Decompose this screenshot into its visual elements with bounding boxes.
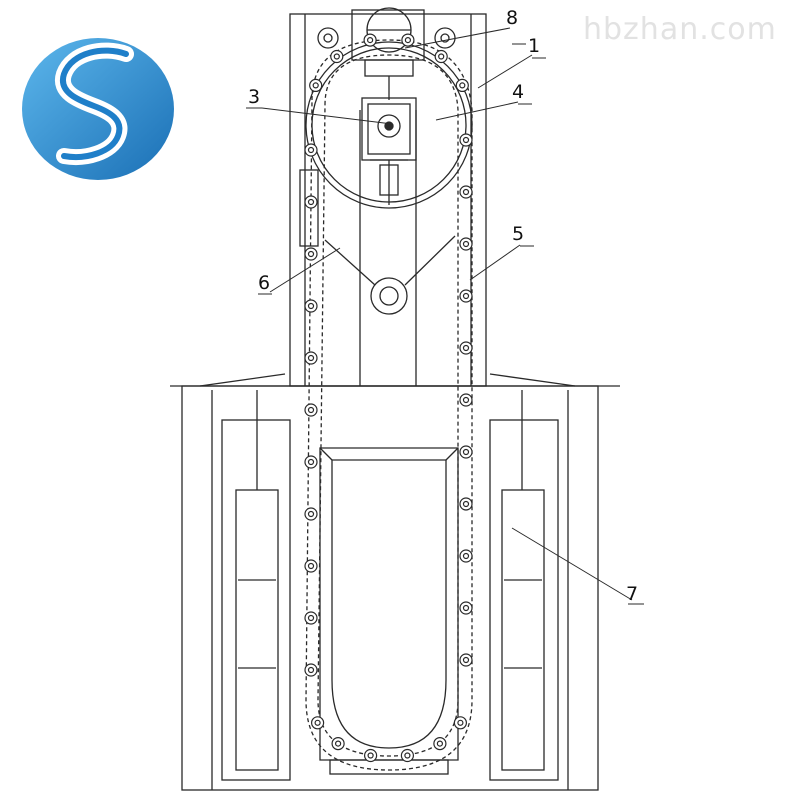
watermark-text: hbzhan.com: [583, 12, 777, 47]
chain-roller-pin: [438, 53, 445, 60]
brand-logo-icon: [22, 38, 174, 180]
tension-arm-right: [404, 235, 456, 286]
leader-1: [477, 54, 533, 89]
chain-roller-pin: [307, 302, 315, 310]
chain-roller-pin: [367, 752, 374, 759]
chain-roller-pin: [307, 510, 315, 518]
callout-3: 3: [248, 86, 260, 108]
chain-roller-pin: [335, 740, 342, 747]
chain-roller-pin: [307, 198, 315, 206]
right-gate-panel: [501, 489, 545, 771]
side-brush-box: [299, 169, 319, 247]
chain-roller-pin: [462, 396, 470, 404]
chain-rollers: [304, 33, 473, 763]
chain-roller-pin: [307, 250, 315, 258]
channel-pit: [181, 385, 599, 791]
chain-roller-pin: [307, 146, 315, 154]
callout-1: 1: [528, 35, 540, 57]
chain-roller-pin: [307, 614, 315, 622]
top-bolt-right: [434, 27, 456, 49]
leader-8: [404, 27, 511, 49]
chain-roller-pin: [462, 188, 470, 196]
chain-roller-pin: [307, 354, 315, 362]
chain-roller-pin: [459, 82, 466, 89]
chain-roller-pin: [457, 719, 464, 726]
chain-roller-pin: [462, 552, 470, 560]
chain-roller-pin: [462, 448, 470, 456]
left-gate-panel: [235, 489, 279, 771]
chain-roller-pin: [462, 656, 470, 664]
callout-5: 5: [512, 223, 524, 245]
chain-roller-pin: [307, 458, 315, 466]
chain-roller-pin: [312, 82, 319, 89]
leader-3: [261, 107, 393, 125]
leader-7: [511, 527, 633, 601]
chain-roller-pin: [314, 719, 321, 726]
chain-roller-pin: [462, 292, 470, 300]
top-bolt-left: [317, 27, 339, 49]
tension-arm-left: [324, 239, 376, 286]
tension-wheel: [370, 277, 408, 315]
chain-roller-pin: [307, 666, 315, 674]
screen-body-inner: [331, 459, 447, 749]
callout-4: 4: [512, 81, 524, 103]
right-gate-guide: [489, 419, 559, 781]
chain-roller-pin: [436, 740, 443, 747]
screen-body-outer: [319, 447, 459, 761]
chain-loop-inner: [317, 54, 459, 757]
chain-roller-pin: [462, 344, 470, 352]
chain-roller-pin: [462, 604, 470, 612]
leader-4: [435, 101, 519, 121]
chain-roller-pin: [307, 406, 315, 414]
callout-6: 6: [258, 272, 270, 294]
chain-loop-outer: [305, 39, 473, 771]
callout-7: 7: [626, 583, 638, 605]
leader-5: [469, 244, 521, 281]
chain-roller-pin: [307, 562, 315, 570]
callout-8: 8: [506, 7, 518, 29]
chain-roller-pin: [367, 36, 374, 44]
chain-roller-pin: [404, 36, 411, 44]
chain-roller-pin: [462, 500, 470, 508]
chain-roller-pin: [462, 240, 470, 248]
chain-roller-pin: [333, 53, 340, 60]
leader-6: [269, 247, 341, 293]
chain-roller-pin: [404, 752, 411, 759]
chain-roller-pin: [462, 136, 470, 144]
left-gate-guide: [221, 419, 291, 781]
ground-slope: [199, 373, 576, 387]
